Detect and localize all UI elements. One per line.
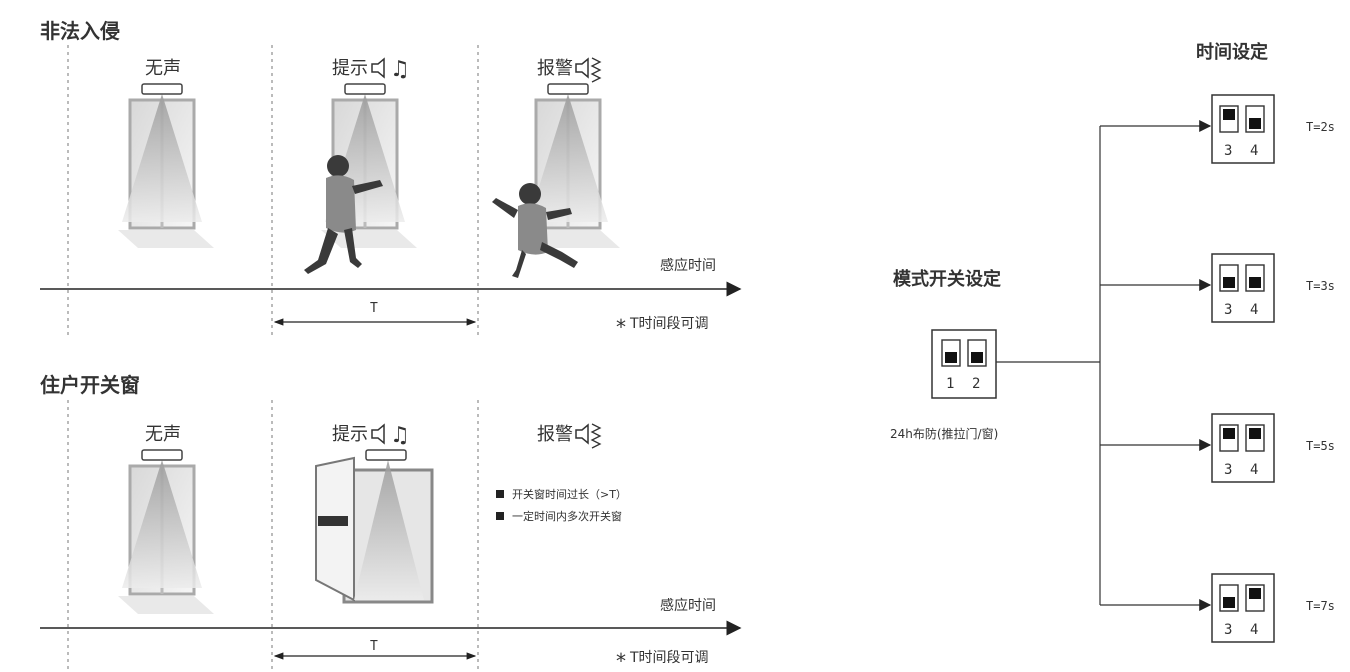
dip-knob bbox=[1223, 109, 1235, 120]
dip-number: 3 bbox=[1224, 302, 1232, 318]
dip-knob bbox=[971, 352, 983, 363]
dip-number: 4 bbox=[1250, 143, 1258, 159]
siren-wave-icon bbox=[590, 423, 602, 449]
resident-section: 住户开关窗 无声 提示 报警 ♫ 开关窗时间过长（>T） 一定时间内多次开关窗 … bbox=[40, 373, 742, 672]
silent-label: 无声 bbox=[145, 424, 181, 445]
intrusion-title: 非法入侵 bbox=[40, 19, 120, 43]
dip-number: 4 bbox=[1250, 622, 1258, 638]
asterisk-mark: * bbox=[616, 649, 626, 672]
dip-knob bbox=[1249, 118, 1261, 129]
prompt-label: 提示 bbox=[332, 424, 368, 445]
time-dip-switch: 3 4 bbox=[1211, 573, 1275, 643]
sense-time-label: 感应时间 bbox=[660, 597, 716, 614]
dip-knob bbox=[1223, 597, 1235, 608]
t-label: T bbox=[370, 639, 378, 654]
mode-switch-title: 模式开关设定 bbox=[893, 268, 1001, 290]
speaker-icon bbox=[575, 424, 589, 444]
dip-knob bbox=[945, 352, 957, 363]
dip-number: 1 bbox=[946, 376, 954, 392]
bullet-icon bbox=[496, 512, 504, 520]
speaker-icon bbox=[371, 424, 385, 444]
dip-number: 4 bbox=[1250, 302, 1258, 318]
intruder-figure bbox=[492, 183, 578, 278]
condition-item: 开关窗时间过长（>T） bbox=[512, 487, 627, 501]
silent-label: 无声 bbox=[145, 58, 181, 79]
resident-title: 住户开关窗 bbox=[40, 373, 140, 397]
prompt-label: 提示 bbox=[332, 58, 368, 79]
bullet-icon bbox=[496, 490, 504, 498]
t-adjustable-note: T时间段可调 bbox=[629, 316, 709, 332]
dip-number: 3 bbox=[1224, 143, 1232, 159]
music-note-icon: ♫ bbox=[390, 57, 410, 82]
dip-knob bbox=[1249, 588, 1261, 599]
open-window-icon bbox=[315, 449, 434, 604]
time-dip-switch: 3 4 bbox=[1211, 413, 1275, 483]
condition-list: 开关窗时间过长（>T） 一定时间内多次开关窗 bbox=[496, 487, 627, 523]
speaker-icon bbox=[371, 58, 385, 78]
time-value: T=3s bbox=[1306, 279, 1335, 293]
alarm-label: 报警 bbox=[537, 424, 573, 445]
dip-knob bbox=[1223, 277, 1235, 288]
dip-knob bbox=[1223, 428, 1235, 439]
intrusion-section: 非法入侵 无声 提示 报警 ♫ 感应时间 bbox=[40, 19, 742, 339]
dip-number: 2 bbox=[972, 376, 980, 392]
time-value: T=5s bbox=[1306, 439, 1335, 453]
time-value: T=7s bbox=[1306, 599, 1335, 613]
asterisk-mark: * bbox=[616, 315, 626, 339]
music-note-icon: ♫ bbox=[390, 423, 410, 448]
condition-item: 一定时间内多次开关窗 bbox=[512, 509, 622, 523]
siren-wave-icon bbox=[590, 57, 602, 83]
time-setting-title: 时间设定 bbox=[1196, 41, 1268, 63]
sense-time-label: 感应时间 bbox=[660, 257, 716, 274]
dip-number: 3 bbox=[1224, 622, 1232, 638]
mode-caption: 24h布防(推拉门/窗) bbox=[890, 426, 998, 441]
speaker-icon bbox=[575, 58, 589, 78]
dip-knob bbox=[1249, 277, 1261, 288]
time-dip-switch: 3 4 bbox=[1211, 253, 1275, 323]
dip-knob bbox=[1249, 428, 1261, 439]
time-dip-switch: 3 4 bbox=[1211, 94, 1275, 164]
dip-number: 4 bbox=[1250, 462, 1258, 478]
switch-settings-section: 时间设定 模式开关设定 1 2 24h布防(推拉门/窗) 3 4 T= bbox=[890, 41, 1335, 643]
intruder-figure bbox=[304, 155, 383, 274]
t-label: T bbox=[370, 301, 378, 316]
alarm-label: 报警 bbox=[537, 58, 573, 79]
window-sensor-icon bbox=[116, 448, 216, 616]
time-value: T=2s bbox=[1306, 120, 1335, 134]
t-adjustable-note: T时间段可调 bbox=[629, 650, 709, 666]
mode-dip-switch: 1 2 bbox=[931, 329, 997, 399]
dip-number: 3 bbox=[1224, 462, 1232, 478]
window-sensor-icon bbox=[116, 82, 216, 250]
